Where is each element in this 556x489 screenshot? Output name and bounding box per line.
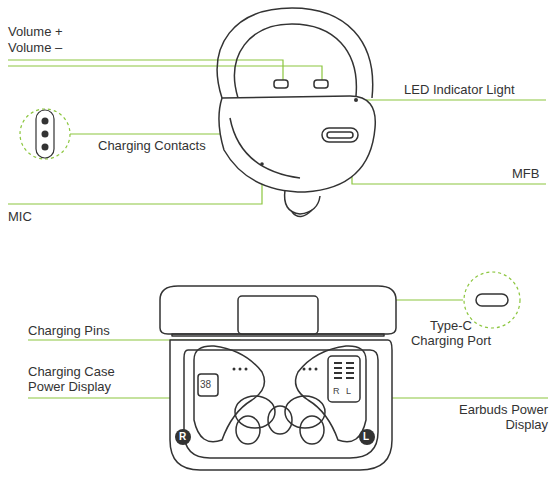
side-marker: L [363, 431, 369, 443]
mic-label: MIC [8, 209, 32, 224]
display-letter: R [333, 386, 340, 397]
volume-label: Volume + [8, 24, 63, 39]
case-display-label: Charging Case Power Display [28, 364, 146, 394]
volume-label: Volume – [8, 40, 62, 55]
display-letter: L [346, 386, 351, 397]
earbuds-display-label: Earbuds Power Display [430, 402, 548, 432]
battery-digits: 38 [200, 379, 211, 391]
mfb-label: MFB [512, 166, 539, 181]
pins-label: Charging Pins [28, 323, 110, 338]
contacts-label: Charging Contacts [98, 138, 206, 153]
side-marker: R [179, 431, 186, 443]
port-label: Type-C Charging Port [408, 318, 494, 348]
led-label: LED Indicator Light [404, 82, 515, 97]
